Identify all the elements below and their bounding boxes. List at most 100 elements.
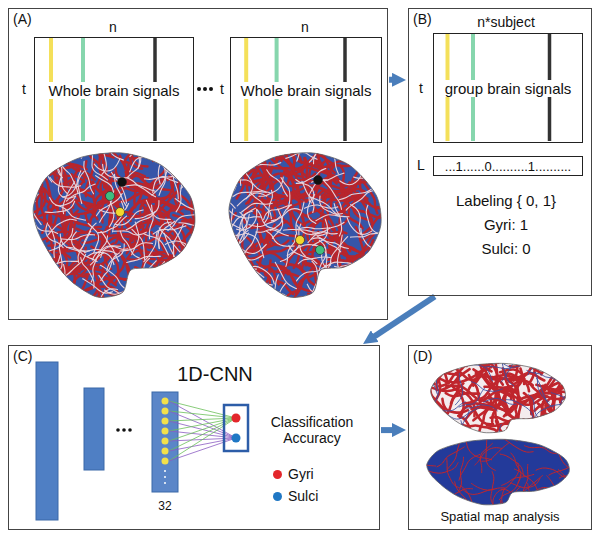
illustration-part (147, 276, 162, 304)
illustration-part (431, 363, 566, 432)
illustration-part (242, 241, 243, 275)
illustration-part (18, 260, 40, 285)
illustration-part (109, 123, 114, 156)
illustration-part (301, 150, 332, 163)
illustration-part (27, 169, 35, 201)
illustration-part (100, 265, 125, 288)
illustration-part (37, 142, 53, 171)
label-holder: n (109, 19, 117, 35)
illustration-part (184, 246, 213, 261)
illustration-part (480, 443, 492, 472)
illustration-part (341, 282, 373, 290)
illustration-part (98, 216, 126, 233)
annotation-label: Gyri: 1 (484, 216, 528, 233)
illustration-part (25, 275, 46, 302)
signal-matrix: Whole brain signals (34, 37, 194, 143)
illustration-part (257, 209, 281, 231)
illustration-part (134, 262, 165, 272)
illustration-part (32, 194, 41, 224)
illustration-part (216, 155, 245, 171)
voxel-markers (106, 176, 325, 255)
illustration-part (427, 439, 570, 505)
annotation-label: n (301, 19, 309, 35)
illustration-part (214, 223, 241, 234)
illustration-part (270, 292, 299, 307)
illustration-part (182, 206, 211, 222)
illustration-part (243, 224, 257, 255)
illustration-part (106, 192, 115, 201)
illustration-part (324, 291, 356, 298)
illustration-part (15, 232, 33, 259)
illustration-part (485, 366, 519, 369)
illustration-part (207, 164, 235, 184)
illustration-part (194, 119, 415, 330)
illustration-part (28, 266, 55, 284)
illustration-part (487, 424, 521, 428)
illustration-part (34, 155, 60, 175)
brain-surface (1, 123, 225, 330)
label-holder: 1D-CNN (177, 363, 253, 386)
illustration-part (546, 414, 576, 428)
illustration-part (46, 148, 72, 167)
illustration-part (242, 263, 252, 294)
illustration-part (212, 182, 235, 208)
illustration-part (226, 280, 257, 293)
illustration-part (32, 258, 58, 280)
label-holder: t (220, 81, 224, 97)
illustration-part (43, 268, 47, 302)
illustration-part (61, 235, 95, 240)
illustration-part (181, 246, 214, 252)
illustration-part (417, 370, 449, 384)
illustration-part (486, 347, 498, 376)
illustration-part (83, 279, 113, 293)
illustration-part (413, 410, 447, 413)
annotation-label: Spatial map analysis (440, 509, 559, 524)
illustration-part (197, 87, 201, 91)
illustration-part (181, 167, 208, 188)
illustration-part (240, 266, 255, 295)
illustration-part (168, 161, 197, 180)
illustration-part (229, 153, 381, 298)
illustration-part (58, 162, 67, 194)
illustration-part (48, 219, 77, 235)
illustration-part (334, 204, 341, 236)
illustration-part (212, 264, 227, 293)
illustration-part (164, 470, 166, 472)
illustration-part (360, 160, 377, 187)
illustration-part (375, 260, 407, 265)
illustration-part (232, 434, 241, 443)
illustration-part (231, 240, 234, 273)
illustration-part (162, 408, 169, 415)
illustration-part (259, 177, 283, 196)
illustration-part (330, 262, 355, 282)
illustration-part (541, 418, 550, 450)
illustration-part (30, 181, 33, 215)
illustration-part (560, 496, 585, 518)
illustration-part (81, 175, 95, 203)
illustration-part (360, 297, 365, 330)
illustration-part (567, 413, 599, 419)
illustration-part (166, 266, 186, 293)
illustration-part (480, 346, 504, 363)
annotation-label: t (419, 80, 423, 96)
annotation-label: t (22, 81, 26, 97)
illustration-part (191, 281, 193, 315)
illustration-part (164, 266, 192, 282)
illustration-part (244, 295, 257, 326)
illustration-part (139, 280, 158, 308)
illustration-part (233, 256, 239, 289)
legend-entry: Sulci (273, 488, 318, 504)
illustration-part (314, 176, 323, 185)
illustration-part (33, 216, 58, 233)
illustration-part (228, 240, 241, 271)
illustration-part (15, 240, 40, 256)
panel-letter: (A) (9, 9, 36, 29)
illustration-part (233, 249, 262, 260)
illustration-part (535, 404, 565, 418)
flow-arrow (381, 427, 395, 433)
illustration-part (296, 266, 315, 294)
illustration-part (62, 264, 68, 296)
illustration-part (320, 196, 343, 214)
illustration-part (42, 279, 69, 299)
illustration-part (557, 413, 585, 427)
